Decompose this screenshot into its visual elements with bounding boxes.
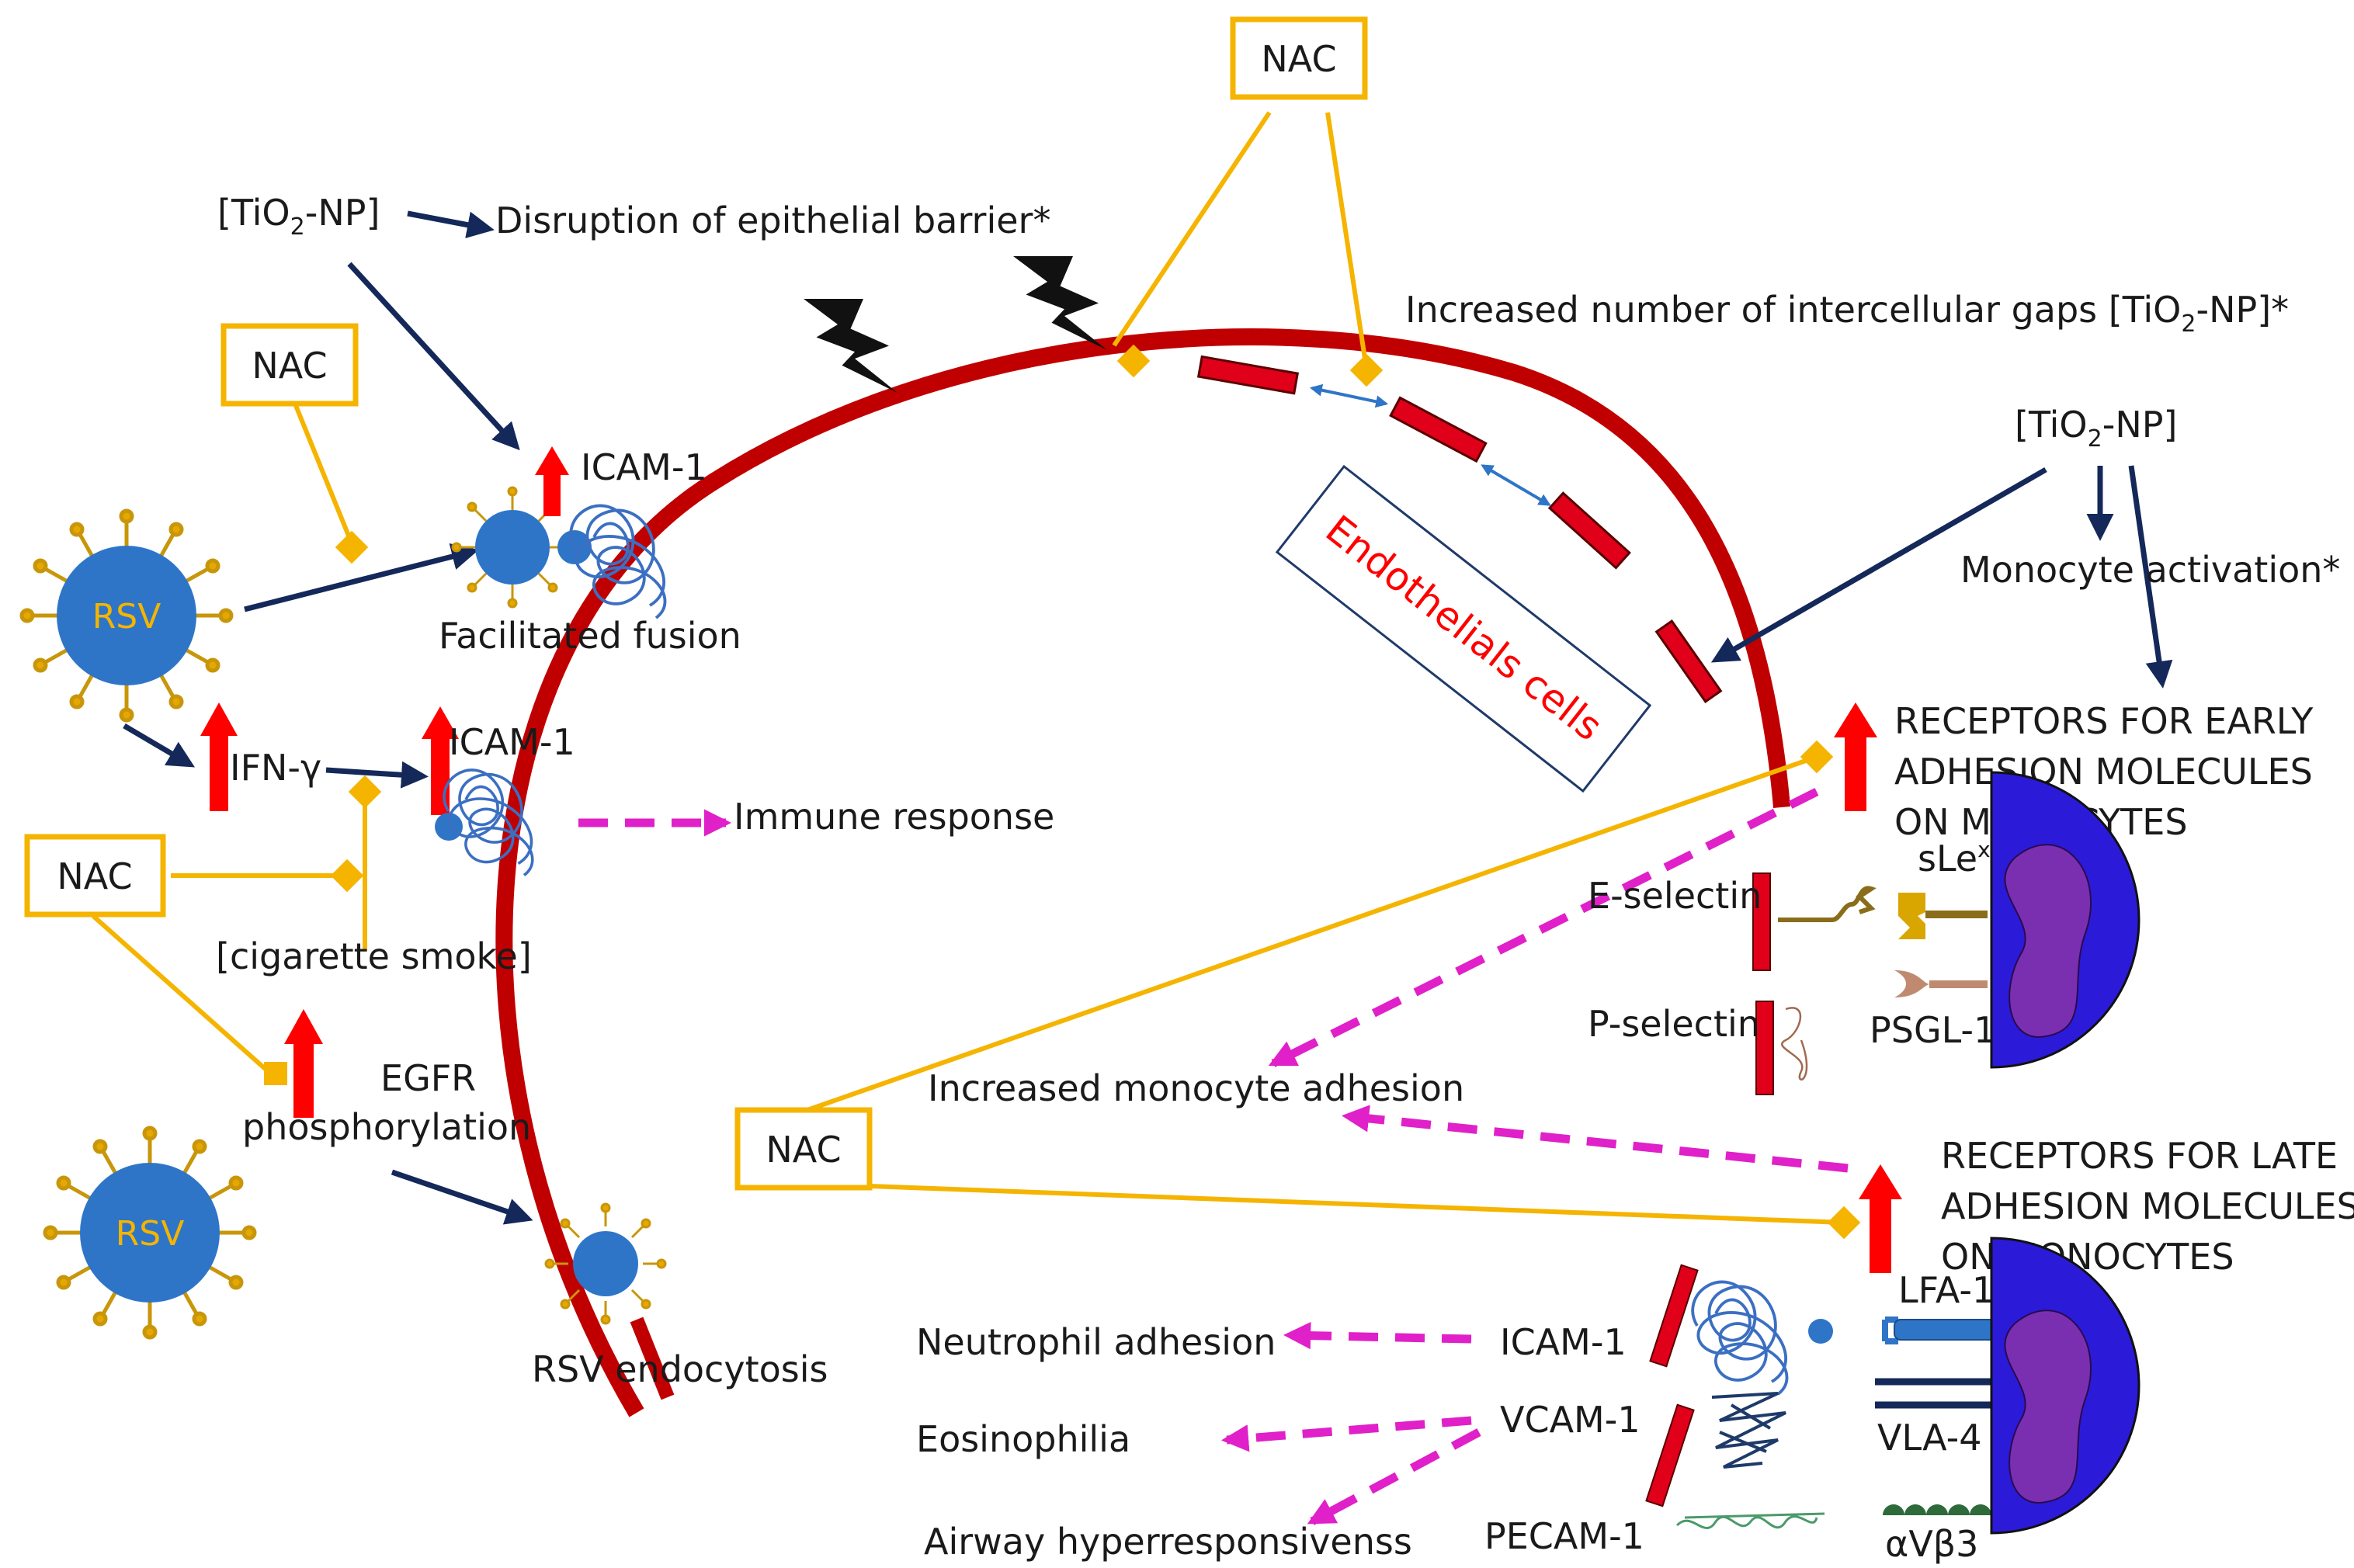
immune-response-label: Immune response <box>734 796 1054 838</box>
arrow-tio2-to-icam1 <box>347 262 520 451</box>
fusion-cell-icon <box>451 486 592 609</box>
slex-ligand-icon <box>1898 893 1925 939</box>
arrow-rsv-to-ifn <box>123 723 196 768</box>
egfr-label: EGFR <box>380 1057 476 1099</box>
p-selectin-label: P-selectin <box>1588 1003 1760 1045</box>
slex-label: sLex <box>1918 837 1991 879</box>
pecam1-molecule-icon <box>1675 1512 1825 1529</box>
nac-box-left-upper: NAC <box>220 323 369 564</box>
p-selectin-ligand-icon <box>1781 1007 1808 1081</box>
monocyte-cell-icon <box>1990 1237 2140 1535</box>
nac-box-top: NAC <box>1112 16 1384 387</box>
ifn-gamma-label: IFN-γ <box>230 747 321 789</box>
e-selectin-ligand-icon <box>1778 886 1877 922</box>
endothelial-cells-box: Endothelials cells <box>1275 464 1652 793</box>
phosphorylation-label: phosphorylation <box>242 1106 531 1148</box>
arrow-egfr-to-endocytosis <box>391 1169 533 1225</box>
icam1-label-lower: ICAM-1 <box>449 721 575 763</box>
facilitated-fusion-label: Facilitated fusion <box>439 615 741 657</box>
icam1-label-bottom: ICAM-1 <box>1500 1321 1627 1363</box>
psgl1-label: PSGL-1 <box>1870 1009 1996 1051</box>
e-selectin-label: E-selectin <box>1588 875 1762 917</box>
egfr-up-arrow <box>284 1009 323 1118</box>
blue-double-arrow-icon <box>1309 383 1551 506</box>
icam1-anchor <box>435 813 463 841</box>
icam1-molecule-icon <box>1691 1280 1789 1396</box>
svg-text:RSV: RSV <box>116 1214 185 1254</box>
cell-membrane-arc <box>495 328 1790 1417</box>
receptors-early-line1: RECEPTORS FOR EARLY <box>1894 700 2314 742</box>
nac-label: NAC <box>1261 38 1336 80</box>
receptors-early-line2: ADHESION MOLECULES <box>1894 751 2313 793</box>
receptors-late-line1: RECEPTORS FOR LATE <box>1941 1135 2338 1177</box>
receptors-early-up-arrow <box>1834 702 1877 811</box>
rsv-virus-icon: RSV <box>22 511 231 720</box>
vcam1-bar <box>1645 1403 1695 1507</box>
cigarette-smoke-label: [cigarette smoke] <box>216 935 532 977</box>
lfa1-label: LFA-1 <box>1898 1269 1995 1311</box>
arrow-tio2-to-endothelium <box>1710 467 2047 663</box>
arrow-late-to-adhesion <box>1341 1105 1849 1173</box>
arrow-rsv-to-cell <box>244 543 479 612</box>
disruption-label: Disruption of epithelial barrier* <box>495 199 1050 241</box>
airway-hyperresponsiveness-label: Airway hyperresponsivenss <box>924 1521 1412 1563</box>
arrow-tio2-to-receptors <box>2128 465 2173 689</box>
avb3-receptor-icon <box>1883 1504 1991 1515</box>
monocyte-activation-label: Monocyte activation* <box>1960 549 2340 591</box>
vla4-label: VLA-4 <box>1877 1417 1981 1459</box>
nac-label: NAC <box>57 855 132 897</box>
neutrophil-adhesion-label: Neutrophil adhesion <box>916 1321 1276 1363</box>
endocytosis-stalk <box>630 1316 675 1400</box>
arrow-vcam1-to-eosinophilia <box>1220 1416 1472 1452</box>
nac-box-left-lower: NAC <box>24 775 382 1085</box>
vcam1-label: VCAM-1 <box>1500 1399 1641 1441</box>
lfa1-stalk <box>1894 1319 1996 1341</box>
nac-box-middle: NAC <box>734 740 1861 1240</box>
icam1-label-upper: ICAM-1 <box>581 446 707 488</box>
lightning-bolt-icon <box>804 299 898 393</box>
eosinophilia-label: Eosinophilia <box>916 1418 1130 1460</box>
nac-label: NAC <box>252 345 327 387</box>
increased-monocyte-adhesion-label: Increased monocyte adhesion <box>928 1067 1464 1109</box>
arrow-ifn-to-icam1 <box>325 761 429 789</box>
nac-label: NAC <box>766 1129 841 1171</box>
tio2-np-label-left: [TiO2-NP] <box>217 192 380 241</box>
receptors-late-line3: ON MONOCYTES <box>1941 1236 2234 1278</box>
svg-text:RSV: RSV <box>92 597 161 637</box>
arrow-icam1-to-neutrophil <box>1283 1322 1472 1350</box>
icam1-up-arrow-lower <box>422 706 459 815</box>
intercellular-gaps-label: Increased number of intercellular gaps [… <box>1405 289 2289 338</box>
tio2-np-label-right: [TiO2-NP] <box>2015 404 2177 453</box>
receptors-late-line2: ADHESION MOLECULES <box>1941 1185 2354 1227</box>
vcam1-molecule-icon <box>1711 1392 1786 1469</box>
psgl1-ligand-icon <box>1894 970 1929 997</box>
avb3-label: αVβ3 <box>1885 1523 1978 1565</box>
pecam1-label: PECAM-1 <box>1484 1515 1644 1557</box>
lightning-bolt-icon <box>1013 256 1107 350</box>
p-selectin-bar <box>1755 1001 1774 1095</box>
endocytosis-virus-icon <box>544 1202 667 1325</box>
endothelial-segments <box>1196 355 1723 704</box>
rsv-virus-icon: RSV <box>45 1128 255 1337</box>
ifn-up-arrow <box>200 702 238 811</box>
rsv-endocytosis-label: RSV endocytosis <box>532 1348 828 1390</box>
icam1-bar <box>1649 1264 1699 1368</box>
arrow-early-to-adhesion <box>1268 788 1819 1067</box>
receptors-late-up-arrow <box>1859 1164 1902 1273</box>
icam1-up-arrow <box>535 446 569 516</box>
lfa1-receptor-icon <box>1882 1316 1898 1344</box>
arrow-vcam1-to-airway <box>1307 1428 1481 1525</box>
icam1-anchor <box>1808 1319 1833 1344</box>
arrow-tio2-to-disruption <box>407 210 495 238</box>
e-selectin-bar <box>1752 872 1771 971</box>
endothelial-cells-label: Endothelials cells <box>1318 507 1611 750</box>
